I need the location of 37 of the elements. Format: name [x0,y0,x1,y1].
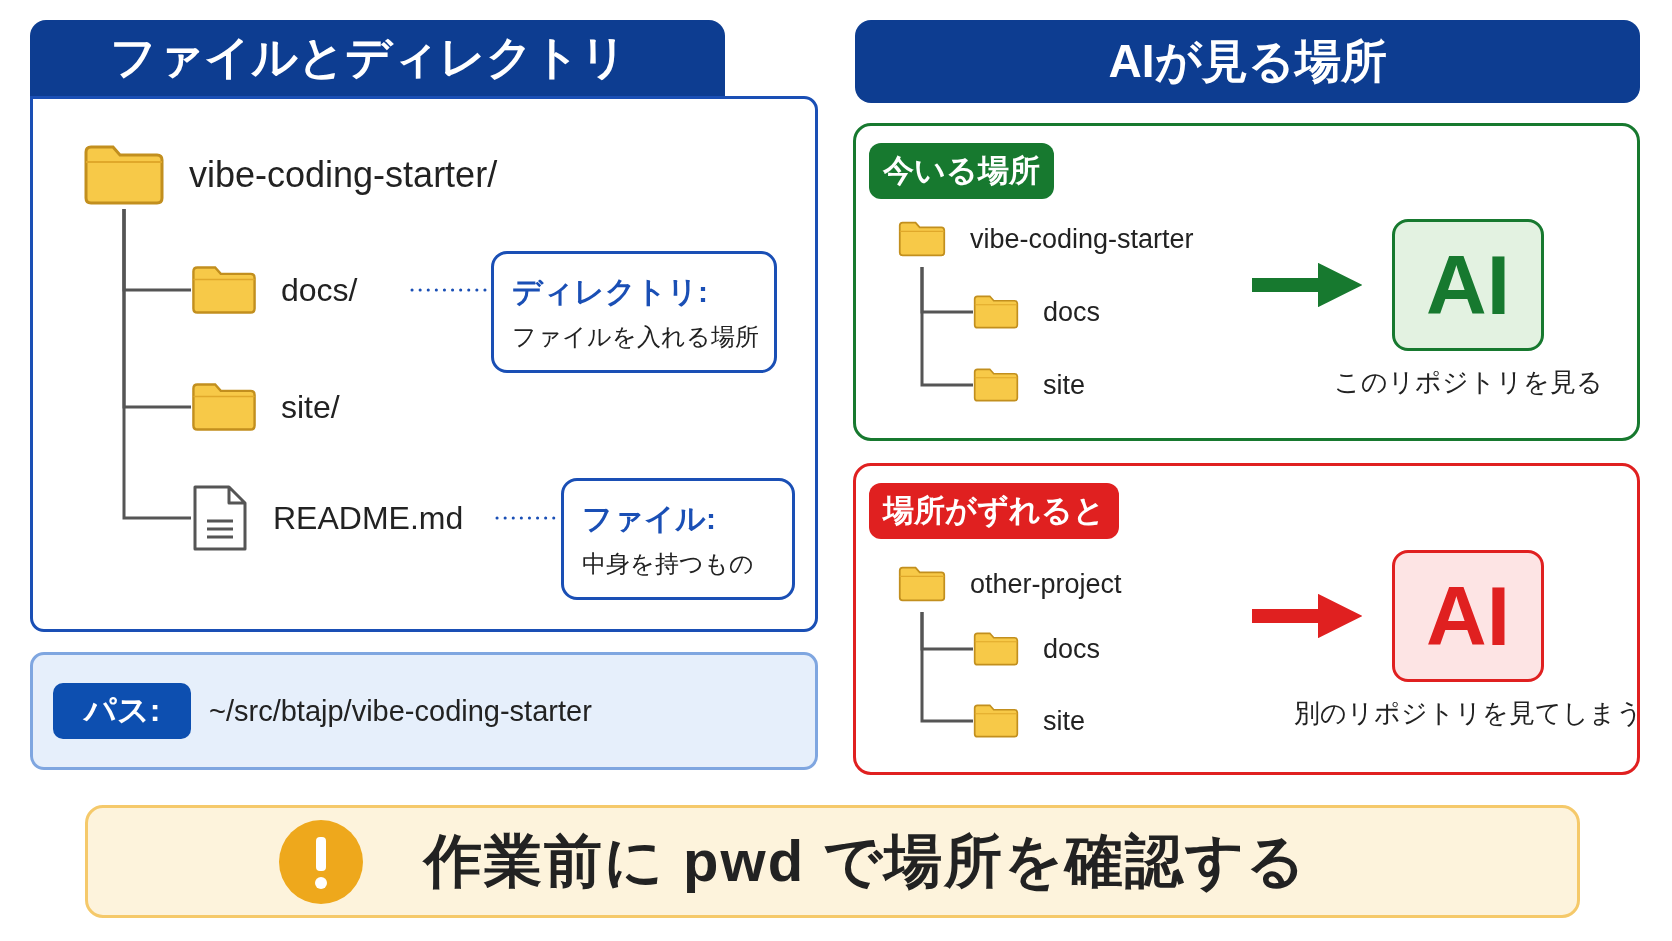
folder-name: other-project [970,568,1122,600]
section-header: AIが見る場所 [855,20,1640,103]
panel-frame [30,96,818,632]
callout-box [561,478,795,600]
file-name: README.md [273,499,464,537]
folder-name: docs/ [281,271,358,309]
title-tab: ファイルとディレクトリ [30,20,725,96]
tree-line [920,267,973,387]
path-badge: パス: [53,683,191,739]
status-badge: 今いる場所 [869,143,1054,199]
warning-banner [85,805,1580,918]
node-label: このリポジトリを見る [1333,366,1603,399]
callout-box [491,251,777,373]
tree-line [920,612,973,723]
path-panel [30,652,818,770]
warning-text: 作業前に pwd で場所を確認する [424,826,1308,895]
tree-line [122,209,191,520]
arrow [1252,262,1363,308]
folder-name: site [1043,705,1086,737]
callout-text: 中身を持つもの [582,548,755,579]
callout-heading: ファイル: [582,500,717,537]
folder-name: site/ [281,388,340,426]
ai-box: AI [1392,219,1544,351]
status-panel [853,463,1640,775]
arrow [1252,593,1363,639]
folder-name: docs [1043,633,1101,665]
folder-name: vibe-coding-starter/ [189,154,498,196]
status-panel [853,123,1640,441]
node-label: 別のリポジトリを見てしまう [1293,697,1643,730]
callout-heading: ディレクトリ: [512,273,709,310]
status-badge: 場所がずれると [869,483,1119,539]
callout-text: ファイルを入れる場所 [512,321,756,352]
folder-name: docs [1043,296,1101,328]
folder-name: site [1043,369,1086,401]
path-text: ~/src/btajp/vibe-coding-starter [209,694,592,728]
ai-box: AI [1392,550,1544,682]
folder-name: vibe-coding-starter [970,223,1194,255]
